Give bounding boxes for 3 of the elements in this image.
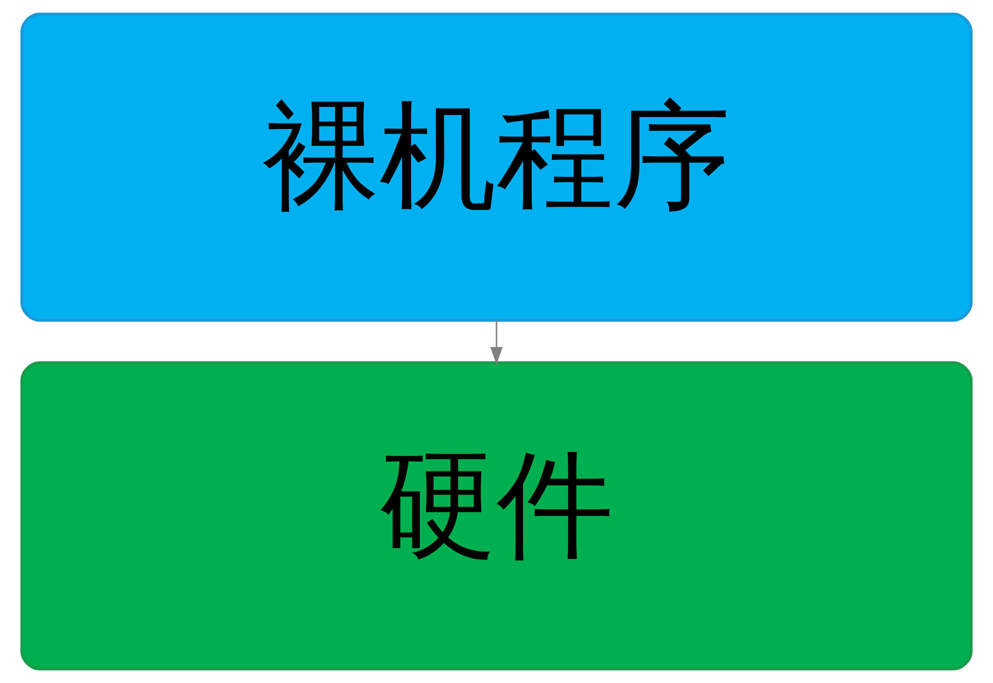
node-box: 裸机程序 <box>20 12 973 322</box>
arrow <box>490 320 503 365</box>
node-box: 硬件 <box>20 361 973 670</box>
